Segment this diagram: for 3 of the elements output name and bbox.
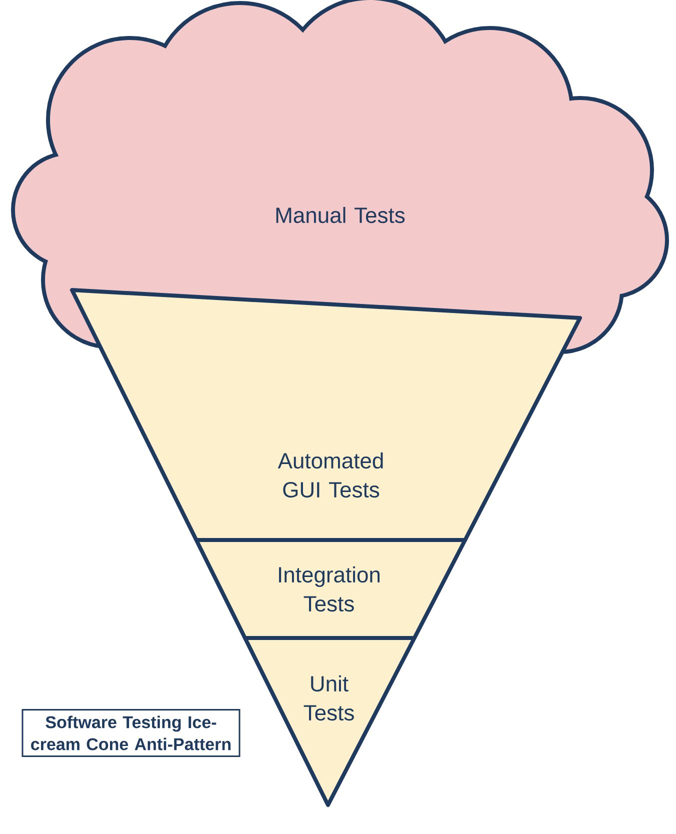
cone-band: Integration Tests [194,538,468,640]
cone-band: Unit Tests [243,636,416,807]
title-box: Software Testing Ice-cream Cone Anti-Pattern [22,709,240,757]
